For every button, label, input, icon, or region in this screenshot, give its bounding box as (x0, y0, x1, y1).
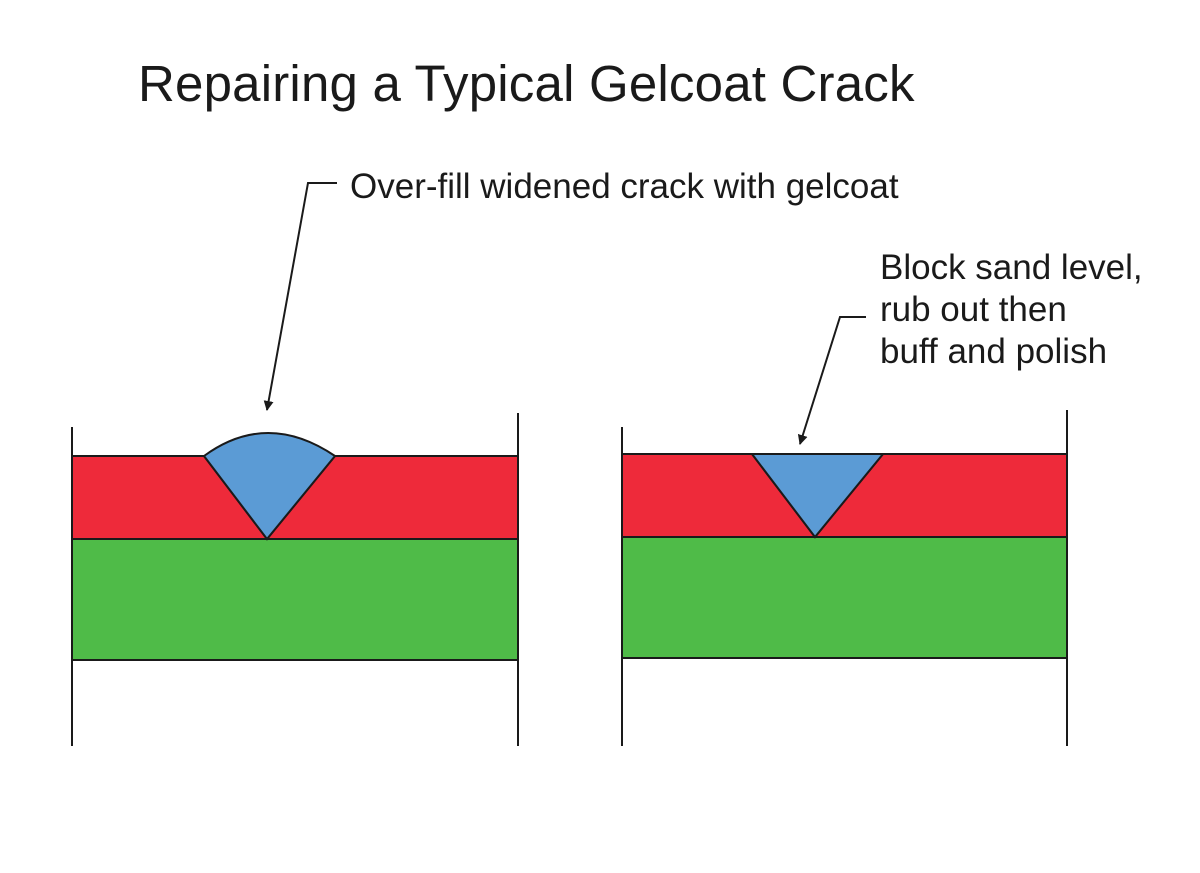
panel-overfill (71, 182, 519, 746)
callout-arrow-sanded (797, 316, 866, 445)
laminate-layer (71, 538, 519, 661)
callout-sand-line-1: Block sand level, (880, 248, 1143, 287)
callout-sand-line-2: rub out then (880, 290, 1067, 329)
gelcoat-fill-sanded (749, 453, 886, 539)
callout-overfill-label: Over-fill widened crack with gelcoat (350, 167, 899, 206)
page-title: Repairing a Typical Gelcoat Crack (138, 55, 915, 112)
callout-arrow-overfill (263, 182, 337, 411)
callout-sand-line-3: buff and polish (880, 332, 1108, 371)
panel-sanded (621, 316, 1068, 746)
laminate-layer (621, 536, 1068, 659)
callout-sand-polish-label: Block sand level, rub out then buff and … (880, 247, 1143, 373)
gelcoat-overfill (202, 432, 337, 541)
